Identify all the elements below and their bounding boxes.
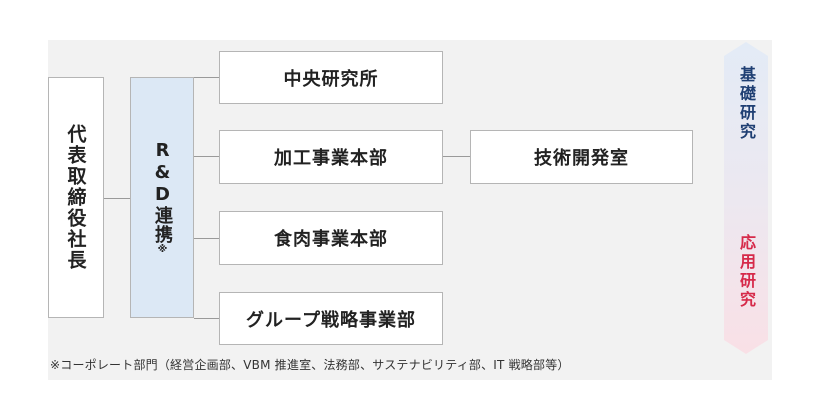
division-label: グループ戦略事業部 bbox=[246, 309, 416, 331]
division-meat: 食肉事業本部 bbox=[219, 211, 443, 265]
division-processing: 加工事業本部 bbox=[219, 130, 443, 184]
rd-collaboration-box: R&D連携※ bbox=[130, 77, 194, 318]
connector-rd-division-1 bbox=[194, 77, 220, 78]
ceo-label: 代表取締役社長 bbox=[64, 124, 87, 271]
division-central-research: 中央研究所 bbox=[219, 51, 443, 104]
division-label: 中央研究所 bbox=[283, 68, 379, 90]
division-label: 食肉事業本部 bbox=[274, 229, 388, 250]
sub-division-tech-dev: 技術開発室 bbox=[470, 130, 693, 184]
connector-rd-division-4 bbox=[194, 318, 220, 319]
sub-division-label: 技術開発室 bbox=[534, 148, 629, 169]
arrow-label-applied: 応用研究 bbox=[737, 234, 756, 310]
connector-ceo-rd bbox=[104, 198, 130, 199]
rd-footnote-mark: ※ bbox=[157, 243, 168, 256]
division-label: 加工事業本部 bbox=[274, 148, 388, 169]
rd-label-text: R&D連携 bbox=[152, 139, 173, 244]
ceo-box: 代表取締役社長 bbox=[48, 77, 104, 318]
connector-rd-division-3 bbox=[194, 238, 220, 239]
division-group-strategy: グループ戦略事業部 bbox=[219, 292, 443, 345]
connector-division-sub bbox=[443, 156, 470, 157]
connector-rd-division-2 bbox=[194, 156, 220, 157]
footnote: ※コーポレート部門（経営企画部、VBM 推進室、法務部、サステナビリティ部、IT… bbox=[50, 358, 570, 372]
rd-label: R&D連携※ bbox=[149, 140, 175, 256]
arrow-label-basic: 基礎研究 bbox=[737, 66, 756, 142]
